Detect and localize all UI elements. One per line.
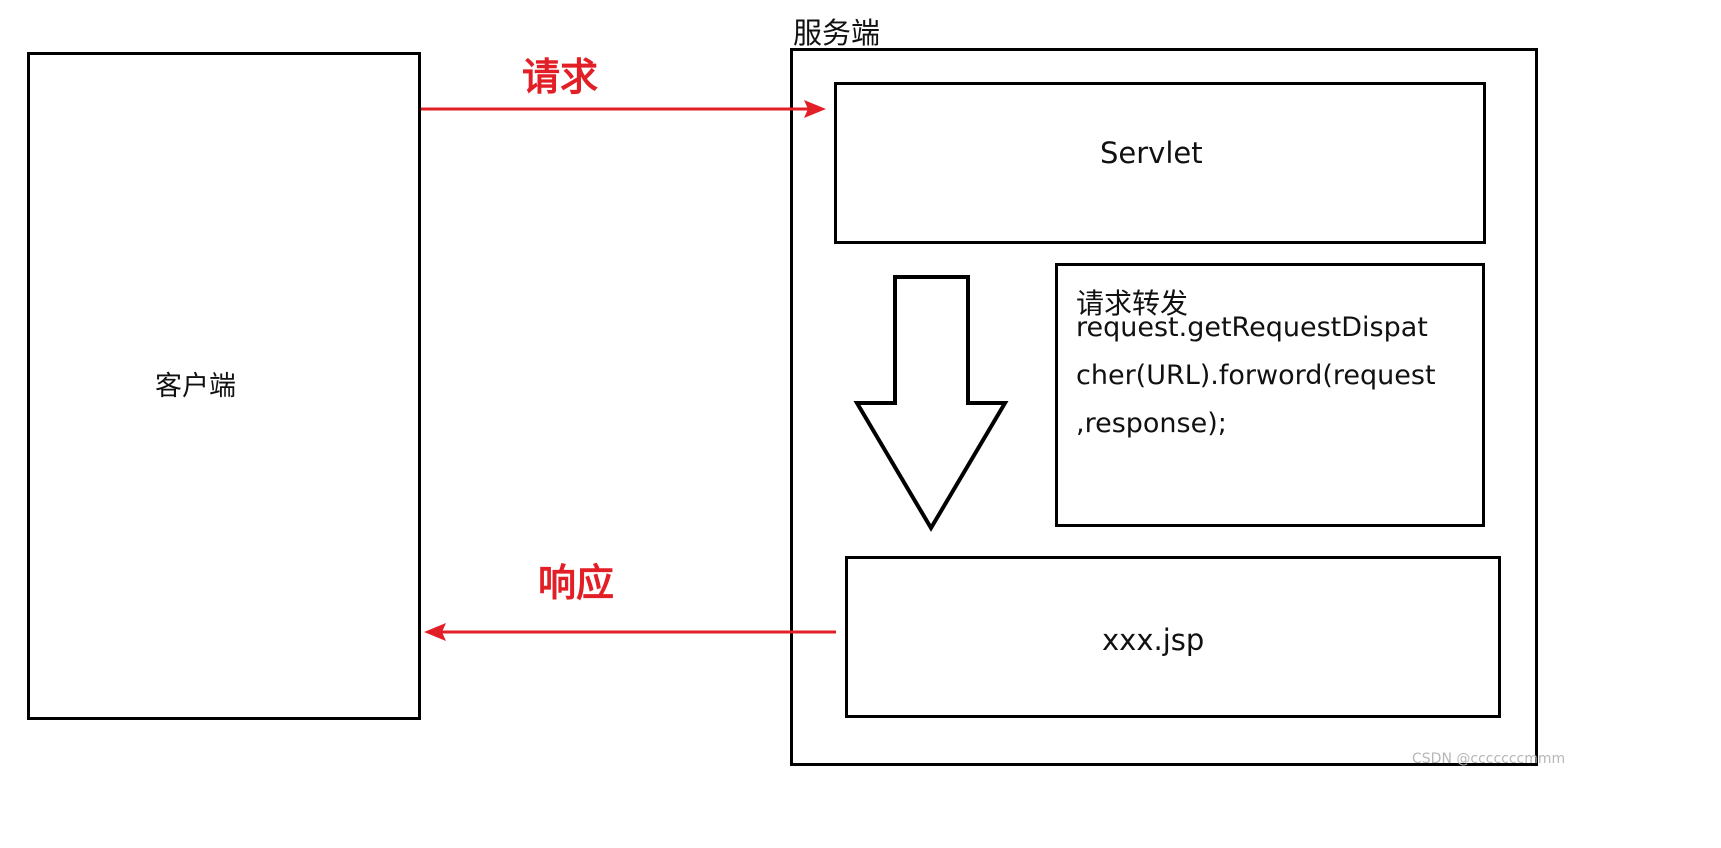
forward-code-line-2: cher(URL).forword(request xyxy=(1076,360,1436,391)
server-title: 服务端 xyxy=(793,16,881,50)
forward-box xyxy=(1055,263,1485,527)
forward-down-arrow-icon xyxy=(853,275,1009,532)
client-box xyxy=(27,52,421,720)
forward-heading: 请求转发 xyxy=(1076,287,1189,320)
forward-code-line-1: request.getRequestDispat xyxy=(1076,312,1428,343)
watermark: CSDN @cccccccmmm xyxy=(1412,751,1566,767)
jsp-box xyxy=(845,556,1501,718)
servlet-label: Servlet xyxy=(1100,136,1203,170)
request-arrow-label: 请求 xyxy=(522,55,599,99)
forward-code-line-3: ,response); xyxy=(1076,408,1227,439)
client-label: 客户端 xyxy=(155,371,236,402)
jsp-label: xxx.jsp xyxy=(1102,623,1205,657)
response-arrow-label: 响应 xyxy=(538,561,615,605)
request-arrow xyxy=(421,100,826,118)
response-arrow xyxy=(424,623,836,641)
servlet-box xyxy=(834,82,1486,244)
